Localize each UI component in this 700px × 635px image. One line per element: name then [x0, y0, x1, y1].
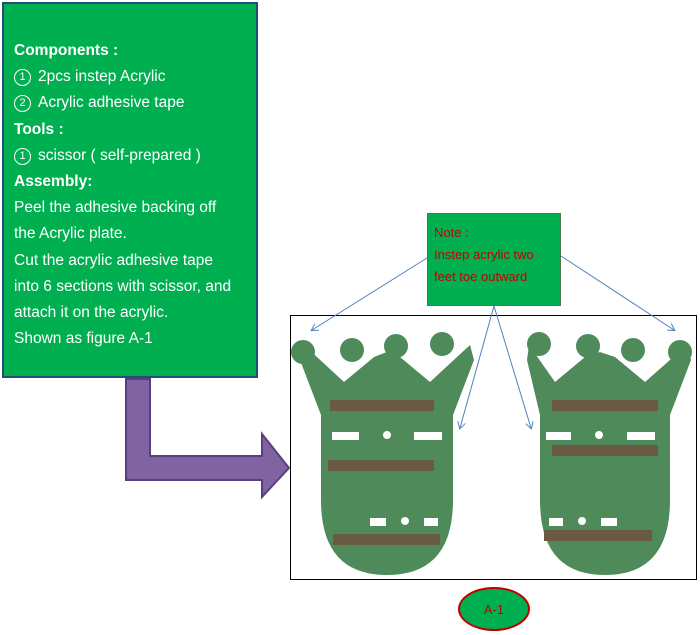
note-box: Note : Instep acrylic two feet toe outwa… [427, 213, 561, 306]
tool-text: scissor ( self-prepared ) [38, 146, 201, 164]
assembly-line: Cut the acrylic adhesive tape [14, 251, 214, 269]
assembly-line: the Acrylic plate. [14, 225, 127, 243]
instructions-panel: Components : 1 2pcs instep Acrylic 2 Acryl… [2, 2, 258, 378]
slot [370, 518, 386, 526]
assembly-line: Peel the adhesive backing off [14, 199, 217, 217]
tape-strip [330, 400, 434, 411]
hole [401, 517, 409, 525]
hole [578, 517, 586, 525]
component-text: Acrylic adhesive tape [38, 94, 185, 112]
number-badge: 1 [14, 69, 31, 87]
figure-label-text: A-1 [483, 601, 505, 617]
slot [424, 518, 438, 526]
tool-item: 1 scissor ( self-prepared ) [14, 143, 246, 169]
crown-tip [576, 334, 600, 358]
crown-tip [668, 340, 692, 364]
component-item: 2 Acrylic adhesive tape [14, 90, 246, 116]
crown-tip [340, 338, 364, 362]
tape-strip [544, 530, 652, 541]
assembly-heading: Assembly: [14, 173, 93, 191]
component-item: 1 2pcs instep Acrylic [14, 64, 246, 90]
crown-tip [430, 332, 454, 356]
left-insole [291, 332, 474, 575]
tape-strip [552, 445, 658, 456]
crown-tip [527, 332, 551, 356]
component-text: 2pcs instep Acrylic [38, 68, 166, 86]
tools-heading: Tools : [14, 120, 64, 138]
tape-strip [328, 460, 434, 471]
crown-tip [621, 338, 645, 362]
flow-arrow [125, 378, 291, 500]
assembly-line: Shown as figure A-1 [14, 330, 153, 348]
slot [332, 432, 359, 440]
hole [383, 431, 391, 439]
note-line: Instep acrylic two [434, 247, 534, 262]
number-badge: 1 [14, 147, 31, 165]
assembly-line: into 6 sections with scissor, and [14, 277, 232, 295]
pointer-line [493, 305, 531, 428]
slot [414, 432, 442, 440]
figure-frame [290, 315, 697, 580]
slot [549, 518, 563, 526]
components-heading: Components : [14, 42, 119, 59]
pointer-line [460, 305, 495, 428]
tape-strip [552, 400, 658, 411]
crown-tip [291, 340, 315, 364]
pointer-line [312, 257, 428, 330]
right-insole [527, 332, 692, 575]
slot [601, 518, 617, 526]
crown-tip [384, 334, 408, 358]
note-title: Note : [434, 225, 469, 240]
figure-label: A-1 [458, 587, 530, 631]
note-line: feet toe outward [434, 269, 528, 284]
slot [627, 432, 655, 440]
slot [546, 432, 571, 440]
assembly-line: attach it on the acrylic. [14, 304, 169, 322]
number-badge: 2 [14, 95, 31, 113]
tape-strip [333, 534, 440, 545]
hole [595, 431, 603, 439]
pointer-line [560, 255, 674, 330]
